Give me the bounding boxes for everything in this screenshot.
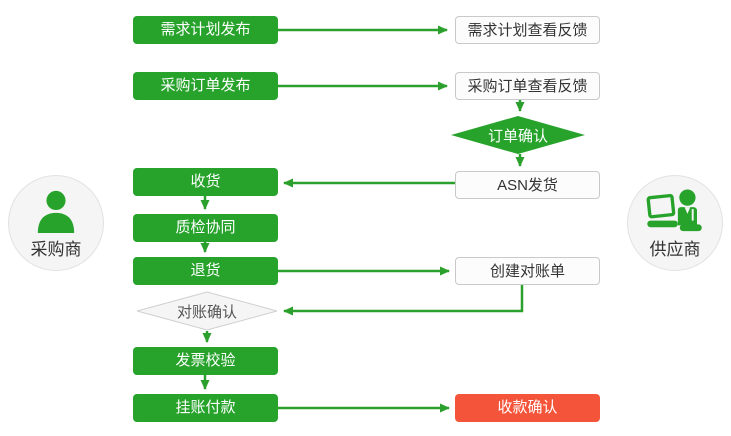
actor-buyer: 采购商	[8, 175, 104, 271]
diamond-shape	[451, 116, 585, 154]
person-icon	[37, 190, 75, 233]
decision-statement-confirm: 对账确认	[137, 291, 277, 331]
node-receive-goods: 收货	[133, 168, 278, 196]
node-create-statement: 创建对账单	[455, 257, 600, 285]
node-purchase-order-feedback: 采购订单查看反馈	[455, 72, 600, 100]
node-receipt-confirmation: 收款确认	[455, 394, 600, 422]
node-purchase-order-publish: 采购订单发布	[133, 72, 278, 100]
node-demand-plan-feedback: 需求计划查看反馈	[455, 16, 600, 44]
decision-order-confirm: 订单确认	[451, 116, 585, 154]
decision-label: 对账确认	[176, 303, 237, 321]
node-payment-on-account: 挂账付款	[133, 394, 278, 422]
node-return-goods: 退货	[133, 257, 278, 285]
decision-label: 订单确认	[487, 127, 548, 145]
actor-label: 供应商	[649, 240, 701, 259]
node-invoice-verification: 发票校验	[133, 347, 278, 375]
actor-supplier: 供应商	[627, 175, 723, 271]
node-demand-plan-publish: 需求计划发布	[133, 16, 278, 44]
node-asn-shipment: ASN发货	[455, 171, 600, 199]
actor-label: 采购商	[30, 240, 82, 259]
diamond-shape	[137, 291, 277, 331]
node-quality-inspection: 质检协同	[133, 214, 278, 242]
person-laptop-icon	[646, 189, 702, 232]
